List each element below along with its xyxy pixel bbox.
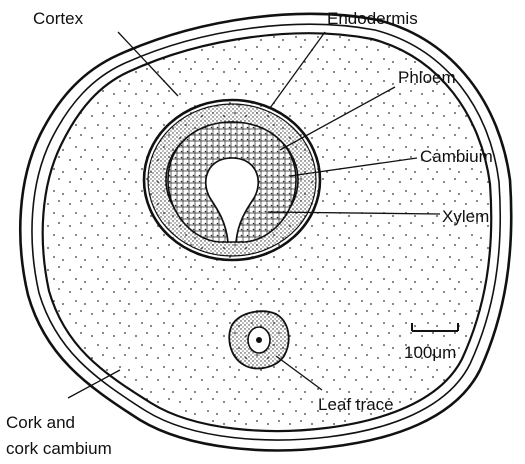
label-leaf-trace: Leaf trace [318, 395, 394, 414]
label-xylem: Xylem [442, 207, 489, 226]
label-phloem: Phloem [398, 68, 456, 87]
label-endodermis: Endodermis [327, 9, 418, 28]
label-cambium: Cambium [420, 147, 493, 166]
label-cork-line1: Cork and [6, 413, 75, 432]
label-cortex: Cortex [33, 9, 84, 28]
label-cork-line2: cork cambium [6, 439, 112, 458]
label-scale: 100μm [404, 343, 456, 362]
